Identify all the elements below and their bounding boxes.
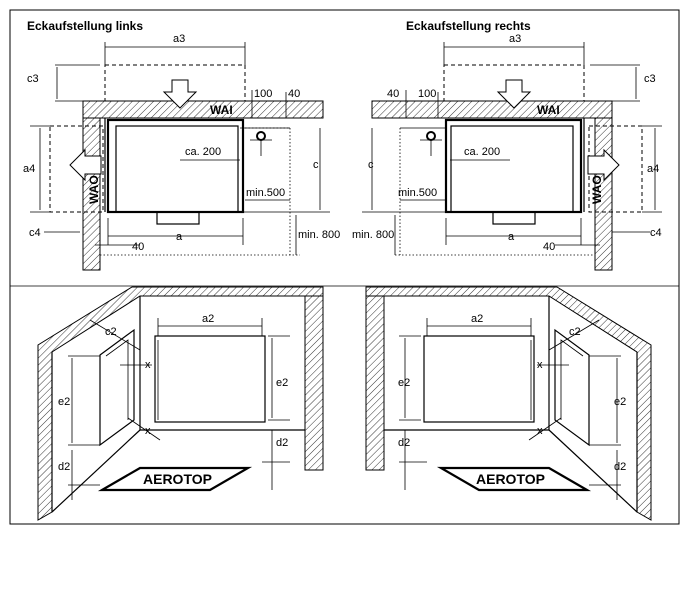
dim-min800-right: min. 800 bbox=[352, 229, 394, 241]
dim-a-left: a bbox=[176, 231, 183, 243]
title-right: Eckaufstellung rechts bbox=[406, 19, 531, 33]
dim-x-left-1: x bbox=[145, 359, 151, 371]
dim-a4-left: a4 bbox=[23, 163, 35, 175]
aerotop-left: AEROTOP bbox=[143, 471, 212, 487]
dim-100-left: 100 bbox=[254, 88, 272, 100]
wai-right: WAI bbox=[537, 103, 560, 117]
perspective-right bbox=[365, 286, 652, 521]
wai-left: WAI bbox=[210, 103, 233, 117]
dim-40-top-left: 40 bbox=[288, 88, 300, 100]
dim-c3-left: c3 bbox=[27, 73, 39, 85]
dim-d2-right-wall: d2 bbox=[614, 461, 626, 473]
dim-c-right: c bbox=[368, 159, 374, 171]
dim-a2-right: a2 bbox=[471, 313, 483, 325]
perspective-left bbox=[37, 286, 324, 521]
dim-a4-right: a4 bbox=[647, 163, 659, 175]
wao-right: WAO bbox=[590, 175, 604, 204]
dim-a-right: a bbox=[508, 231, 515, 243]
aerotop-plate-right bbox=[436, 466, 592, 492]
dim-a3-right: a3 bbox=[509, 33, 521, 45]
dim-d2-left-wall: d2 bbox=[58, 461, 70, 473]
dim-x-left-2: x bbox=[145, 425, 151, 437]
wall-top-left bbox=[82, 100, 324, 119]
dim-40-top-right: 40 bbox=[387, 88, 399, 100]
dim-c2-left: c2 bbox=[105, 326, 117, 338]
dim-x-right-1: x bbox=[537, 359, 543, 371]
dim-e2-left-back: e2 bbox=[276, 377, 288, 389]
wao-left: WAO bbox=[87, 175, 101, 204]
dim-x-right-2: x bbox=[537, 425, 543, 437]
dim-c3-right: c3 bbox=[644, 73, 656, 85]
dim-100-right: 100 bbox=[418, 88, 436, 100]
dim-ca200-left: ca. 200 bbox=[185, 146, 221, 158]
dim-d2-right-back: d2 bbox=[398, 437, 410, 449]
dim-min500-left: min.500 bbox=[246, 187, 285, 199]
dim-c-left: c bbox=[313, 159, 319, 171]
dim-a3-left: a3 bbox=[173, 33, 185, 45]
dim-e2-right-wall: e2 bbox=[614, 396, 626, 408]
title-left: Eckaufstellung links bbox=[27, 19, 143, 33]
dim-e2-right-back: e2 bbox=[398, 377, 410, 389]
dim-40-bottom-left: 40 bbox=[132, 241, 144, 253]
unit-body-left bbox=[106, 118, 245, 214]
dim-c2-right: c2 bbox=[569, 326, 581, 338]
dim-a2-left: a2 bbox=[202, 313, 214, 325]
dim-ca200-right: ca. 200 bbox=[464, 146, 500, 158]
dim-e2-left-wall: e2 bbox=[58, 396, 70, 408]
plan-right bbox=[362, 42, 662, 271]
wall-top-right bbox=[371, 100, 613, 119]
dim-c4-left: c4 bbox=[29, 227, 41, 239]
dim-d2-left-back: d2 bbox=[276, 437, 288, 449]
dim-min500-right: min.500 bbox=[398, 187, 437, 199]
aerotop-right: AEROTOP bbox=[476, 471, 545, 487]
dim-min800-left: min. 800 bbox=[298, 229, 340, 241]
dim-40-bottom-right: 40 bbox=[543, 241, 555, 253]
outer-frame bbox=[9, 9, 680, 525]
unit-body-right bbox=[444, 118, 583, 214]
plan-left bbox=[30, 42, 330, 271]
dim-c4-right: c4 bbox=[650, 227, 662, 239]
aerotop-plate-left bbox=[97, 466, 253, 492]
